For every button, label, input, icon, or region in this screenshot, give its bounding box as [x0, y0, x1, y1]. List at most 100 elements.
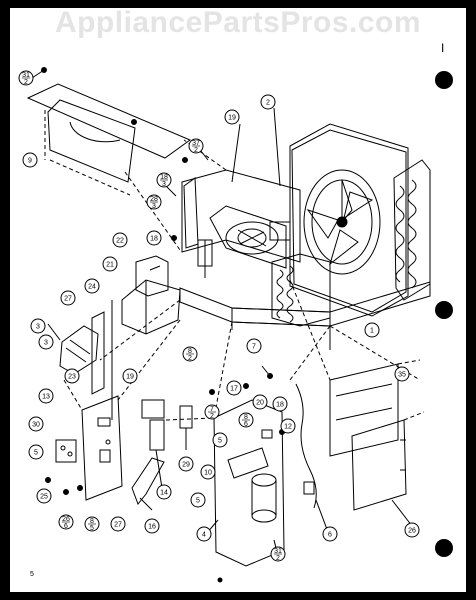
callout-number: 1 — [370, 328, 374, 335]
callout-18b: 18 — [146, 230, 162, 246]
condenser-coil — [393, 159, 431, 301]
callout-25: 25 — [36, 488, 52, 504]
callout-5b: 5 — [212, 432, 228, 448]
side-cover-35 — [329, 363, 399, 457]
callout-number: 19 — [126, 374, 134, 381]
callout-circle — [144, 518, 160, 534]
callout-24: 24 — [84, 278, 100, 294]
callout-circle — [322, 526, 338, 542]
callout-14: 14 — [156, 484, 172, 500]
callout-subnumber: 2 — [188, 355, 192, 362]
callout-5a: 5 — [28, 444, 44, 460]
callout-number: 30 — [32, 422, 40, 429]
callout-subnumber: 3 — [152, 203, 156, 210]
callout-30: 30 — [28, 416, 44, 432]
callout-circle — [38, 388, 54, 404]
callout-26b: 26 — [404, 522, 420, 538]
callout-circle — [212, 432, 228, 448]
callout-number: 14 — [160, 490, 168, 497]
callout-circle — [156, 484, 172, 500]
callout-8b: 86 — [238, 412, 254, 428]
callout-circle — [260, 94, 276, 110]
callout-number: 8 — [90, 518, 94, 525]
callout-21: 21 — [102, 256, 118, 272]
blower-housing — [181, 169, 301, 278]
top-cover-panel — [26, 83, 192, 251]
callout-circle — [246, 338, 262, 354]
callout-circle — [226, 380, 242, 396]
watermark: AppliancePartsPros.com — [54, 6, 422, 39]
bracket-16 — [131, 457, 165, 511]
callout-27a: 27 — [60, 290, 76, 306]
callout-number: 3 — [36, 324, 40, 331]
binder-holes — [435, 71, 453, 557]
callout-31a: 312 — [18, 70, 34, 86]
callout-8c: 85 — [84, 516, 100, 532]
callout-6: 6 — [322, 526, 338, 542]
callout-4: 4 — [196, 526, 212, 542]
callout-number: 26 — [62, 516, 70, 523]
callout-1: 1 — [364, 322, 380, 338]
callout-2: 2 — [260, 94, 276, 110]
callout-19a: 19 — [224, 109, 240, 125]
chassis-base — [179, 281, 431, 350]
callout-number: 12 — [284, 424, 292, 431]
side-cover-26 — [351, 419, 407, 511]
callout-circle — [28, 444, 44, 460]
callout-subnumber: 6 — [244, 421, 248, 428]
callout-circle — [364, 322, 380, 338]
callout-number: 5 — [218, 438, 222, 445]
callout-circle — [224, 109, 240, 125]
callout-number: 13 — [42, 394, 50, 401]
callout-20: 20 — [252, 394, 268, 410]
callout-circle — [60, 290, 76, 306]
callout-number: 27 — [64, 296, 72, 303]
callout-number: 17 — [230, 386, 238, 393]
callout-3b: 3 — [38, 334, 54, 350]
callout-circle — [112, 232, 128, 248]
callout-12: 12 — [280, 418, 296, 434]
vent-damper — [59, 300, 113, 420]
callout-circle — [102, 256, 118, 272]
callout-9: 9 — [22, 152, 38, 168]
callout-subnumber: 2 — [276, 555, 280, 562]
callout-13: 13 — [38, 388, 54, 404]
callout-number: 16 — [148, 524, 156, 531]
callout-number: 28 — [150, 196, 158, 203]
callout-subnumber: 2 — [194, 147, 198, 154]
callout-number: 24 — [88, 284, 96, 291]
solid-leaders — [31, 69, 413, 557]
callout-37: 372 — [188, 138, 204, 154]
callout-subnumber: 2 — [210, 413, 214, 420]
callout-circle — [84, 278, 100, 294]
callout-number: 31 — [274, 548, 282, 555]
callout-number: 19 — [228, 115, 236, 122]
callout-number: 22 — [116, 238, 124, 245]
callout-number: 21 — [106, 262, 114, 269]
callout-subnumber: 5 — [90, 525, 94, 532]
callout-31b: 312 — [270, 546, 286, 562]
thermostat — [179, 405, 193, 450]
callout-number: 26 — [408, 528, 416, 535]
callout-22: 22 — [112, 232, 128, 248]
screws — [41, 67, 285, 583]
callout-7a: 7 — [246, 338, 262, 354]
callout-27b: 27 — [110, 516, 126, 532]
callout-circle — [394, 366, 410, 382]
callout-number: 5 — [34, 450, 38, 457]
dashed-leaders — [63, 139, 425, 421]
callout-35: 35 — [394, 366, 410, 382]
callout-17: 17 — [226, 380, 242, 396]
callout-circle — [280, 418, 296, 434]
callout-circle — [272, 396, 288, 412]
callout-16: 16 — [144, 518, 160, 534]
callout-circle — [64, 368, 80, 384]
callout-number: 3 — [44, 340, 48, 347]
callout-number: 23 — [68, 374, 76, 381]
callout-circle — [36, 488, 52, 504]
callout-10: 10 — [200, 464, 216, 480]
callout-number: 27 — [114, 522, 122, 529]
callout-18c: 18 — [272, 396, 288, 412]
